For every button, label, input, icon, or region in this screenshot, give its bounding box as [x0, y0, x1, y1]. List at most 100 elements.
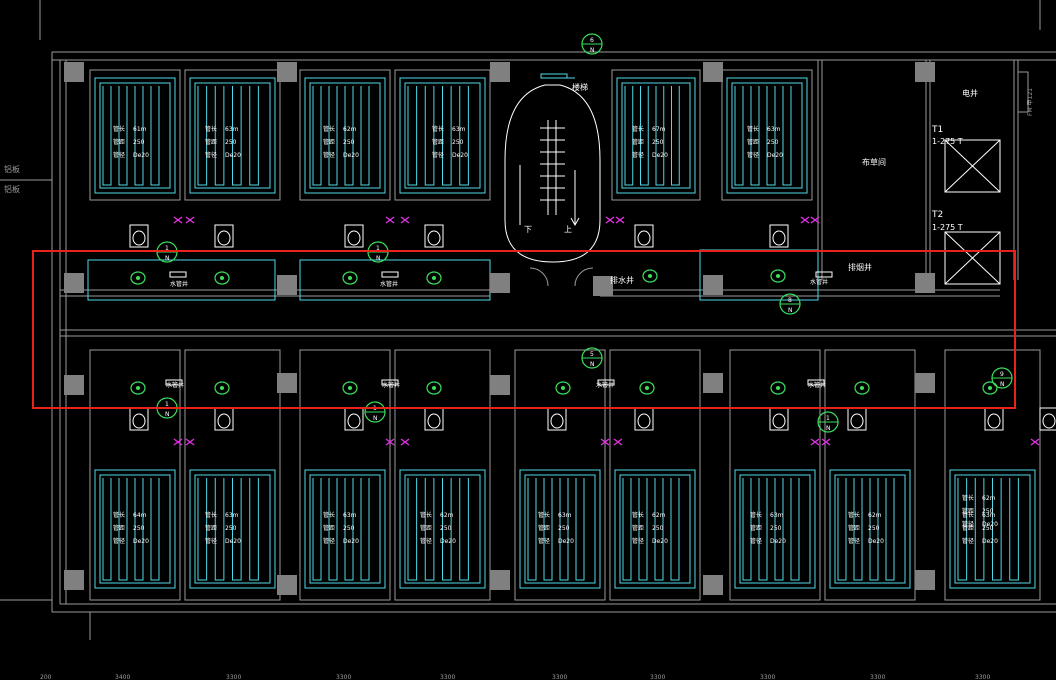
pipe-label-name: 管长 [205, 511, 217, 519]
heating-coil [829, 469, 911, 589]
left-note-2: 铝板 [4, 184, 20, 194]
sink-icon [130, 271, 146, 285]
pipe-label-name: 管距 [205, 524, 217, 532]
pipe-label-value: 62m [440, 512, 454, 519]
pipe-label-value: De20 [343, 538, 359, 545]
column-9 [703, 275, 723, 295]
pipe-label-name: 管长 [632, 125, 644, 133]
elevator-shaft-label: 电井 [962, 88, 978, 98]
stairwell [504, 73, 601, 287]
pipe-label-name: 管距 [632, 524, 644, 532]
valve-icon [800, 216, 810, 224]
sink-icon [642, 269, 658, 283]
marker-number: 1 [165, 245, 169, 252]
pipe-label-value: 250 [133, 525, 145, 532]
pipe-label-name: 管距 [113, 524, 125, 532]
column-5 [64, 273, 84, 293]
bathroom-fixtures [129, 216, 1056, 446]
column-6 [277, 275, 297, 295]
sink-icon [426, 381, 442, 395]
pipe-label-name: 管距 [750, 524, 762, 532]
pipe-label-name: 管距 [113, 138, 125, 146]
pipe-label-value: 63m [770, 512, 784, 519]
valve-icon [821, 438, 831, 446]
pipe-label-value: 250 [652, 139, 664, 146]
sink-icon [982, 381, 998, 395]
pipe-label-name: 管径 [962, 520, 974, 528]
water-shaft-label: 水管井 [808, 381, 826, 389]
smoke-shaft-label: 排烟井 [848, 262, 872, 272]
sink-icon [426, 271, 442, 285]
pipe-label-name: 管距 [848, 524, 860, 532]
left-note-1: 铝板 [4, 164, 20, 174]
column-7 [490, 273, 510, 293]
pipe-label-name: 管长 [432, 125, 444, 133]
column-1 [277, 62, 297, 82]
pipe-label-name: 管径 [323, 537, 335, 545]
column-10 [915, 273, 935, 293]
pipe-label-name: 管长 [848, 511, 860, 519]
toilet-icon [424, 224, 444, 248]
sink-icon [770, 269, 786, 283]
heating-coil [734, 469, 816, 589]
north-marker-6: 1N [364, 401, 386, 423]
valve-icon [173, 216, 183, 224]
pipe-label-value: De20 [133, 152, 149, 159]
heating-coil [399, 77, 486, 194]
pipe-label-value: De20 [440, 538, 456, 545]
toilet-icon [769, 224, 789, 248]
pipe-label-value: 64m [133, 512, 147, 519]
marker-number: 8 [788, 297, 792, 304]
valve-icon [173, 438, 183, 446]
heating-coil [189, 77, 276, 194]
marker-direction: N [165, 411, 170, 418]
water-shaft-label: 水管井 [596, 381, 614, 389]
pipe-label-name: 管径 [205, 151, 217, 159]
marker-number: 9 [1000, 371, 1004, 378]
pipe-label-name: 管径 [750, 537, 762, 545]
pipe-label-value: 250 [452, 139, 464, 146]
pipe-label-value: De20 [767, 152, 783, 159]
pipe-label-name: 管距 [962, 524, 974, 532]
pipe-label-name: 管长 [323, 125, 335, 133]
pipe-label-value: 63m [225, 126, 239, 133]
pipe-label-value: De20 [225, 152, 241, 159]
annotation-layer: 铝板 铝板 楼梯 下 上 电井 FM 甲121 布草间 排烟井 排水井 T1 1… [4, 82, 1034, 545]
marker-direction: N [590, 361, 595, 368]
pipe-label-value: 250 [133, 139, 145, 146]
pipe-label-value: De20 [133, 538, 149, 545]
toilet-icon [214, 224, 234, 248]
column-4 [915, 62, 935, 82]
valve-icon [613, 438, 623, 446]
sink-icon [770, 381, 786, 395]
pipe-label-value: 250 [868, 525, 880, 532]
floor-drain [381, 379, 399, 386]
pipe-label-name: 管距 [323, 524, 335, 532]
toilet-icon [344, 224, 364, 248]
dimension-label: 3300 [336, 674, 351, 680]
marker-direction: N [165, 255, 170, 262]
heating-coil [726, 77, 808, 194]
dimension-label: 3300 [870, 674, 885, 680]
pipe-label-value: De20 [225, 538, 241, 545]
valve-icon [810, 438, 820, 446]
structural-columns [64, 62, 935, 595]
pipe-label-name: 管距 [323, 138, 335, 146]
column-3 [703, 62, 723, 82]
valve-icon [400, 216, 410, 224]
floor-drain [381, 271, 399, 278]
valve-icon [810, 216, 820, 224]
pipe-label-value: 250 [343, 525, 355, 532]
water-shaft-label: 水管井 [380, 280, 398, 288]
pipe-label-value: 63m [452, 126, 466, 133]
